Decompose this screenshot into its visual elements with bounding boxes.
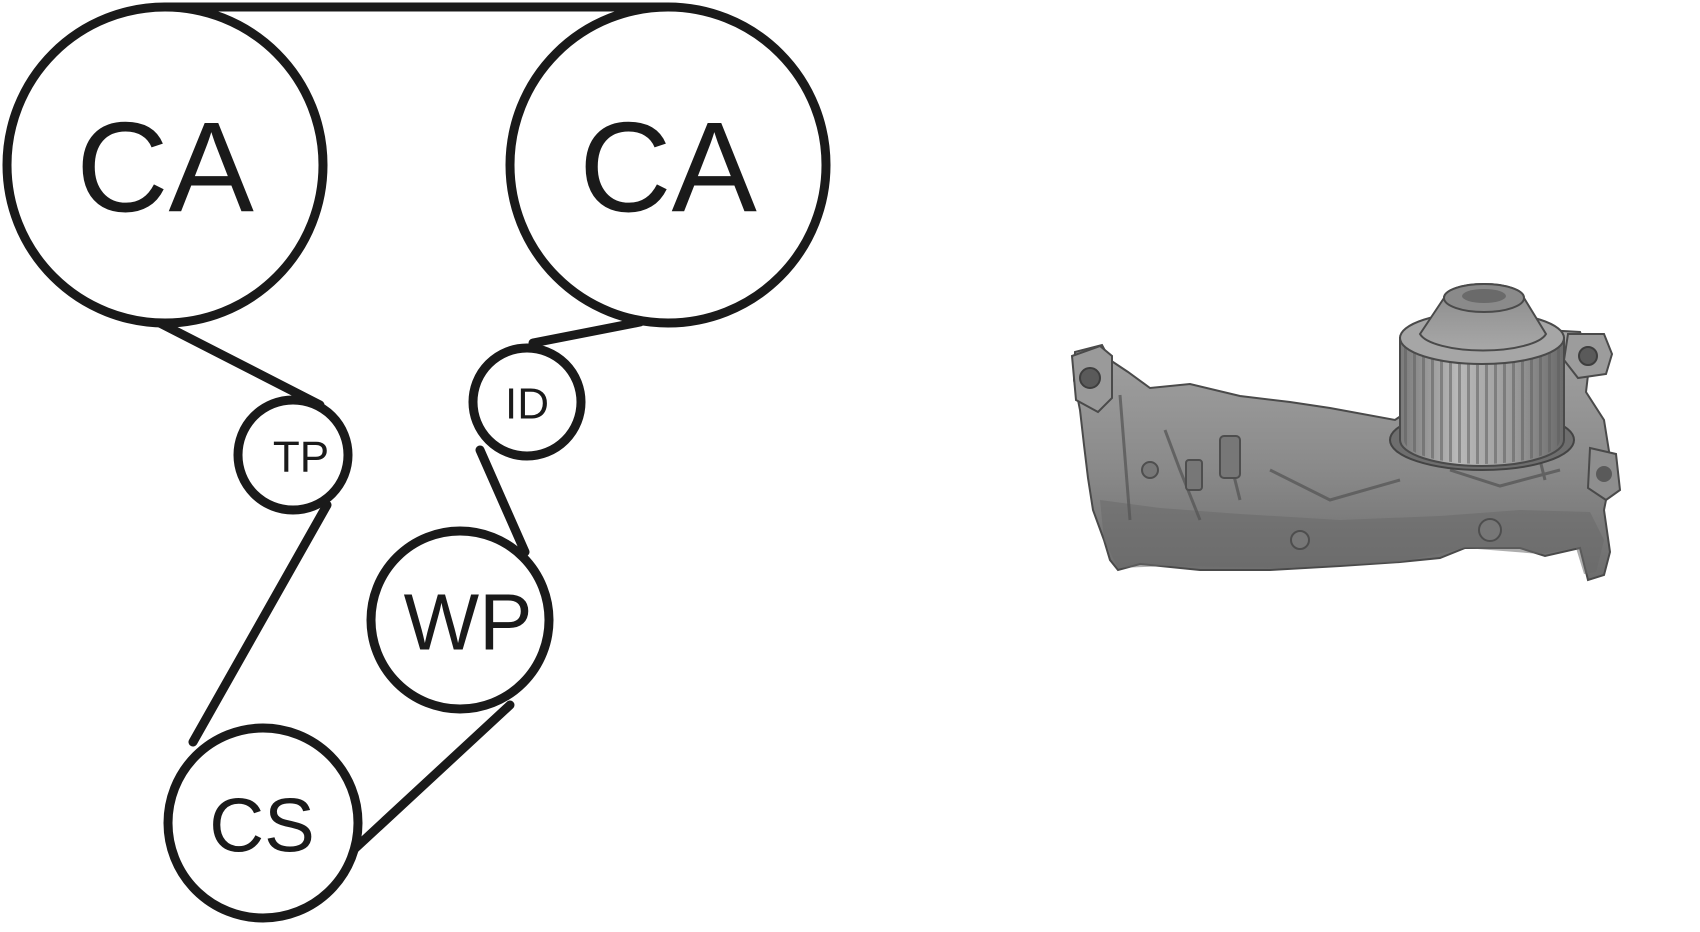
belt-tensioner-to-crank-span — [188, 500, 332, 747]
right-boss-bolt-hole — [1596, 466, 1612, 482]
camshaft-pulley-right: CA — [505, 2, 831, 328]
idler-pulley: ID — [468, 343, 586, 461]
water-pump-pulley: WP — [366, 526, 554, 714]
crankshaft-pulley-ring — [163, 723, 363, 923]
camshaft-pulley-right-ring — [505, 2, 831, 328]
water-pump-pulley-ring — [366, 526, 554, 714]
camshaft-pulley-right-label: CA — [579, 97, 757, 240]
water-pump-pulley-label: WP — [404, 578, 533, 667]
water-pump-illustration-icon — [1070, 283, 1622, 582]
idler-pulley-label: ID — [505, 380, 549, 429]
right-ear-bolt-hole — [1578, 346, 1598, 366]
belt-idler-to-cam-span — [528, 317, 645, 348]
pump-housing-shadow — [1100, 500, 1604, 574]
pump-cap-center — [1462, 289, 1506, 303]
crankshaft-pulley: CS — [163, 723, 363, 923]
camshaft-pulley-left-ring — [2, 2, 328, 328]
belt-pump-to-idler-span — [475, 445, 530, 557]
camshaft-pulley-left: CA — [2, 2, 328, 328]
left-ear-bolt-hole — [1079, 367, 1101, 389]
crankshaft-pulley-label: CS — [209, 784, 315, 869]
timing-belt — [145, 2, 673, 860]
tensioner-pulley: TP — [233, 395, 353, 515]
belt-crank-to-pump-span — [343, 700, 515, 860]
camshaft-pulley-left-label: CA — [76, 97, 254, 240]
tensioner-pulley-label: TP — [273, 433, 329, 482]
belt-diagram: CA CA TP ID WP CS — [2, 2, 831, 923]
tensioner-pulley-ring — [233, 395, 353, 515]
idler-pulley-ring — [468, 343, 586, 461]
pump-gear-teeth — [1404, 338, 1560, 464]
belt-cam-to-tensioner-span — [145, 313, 325, 410]
